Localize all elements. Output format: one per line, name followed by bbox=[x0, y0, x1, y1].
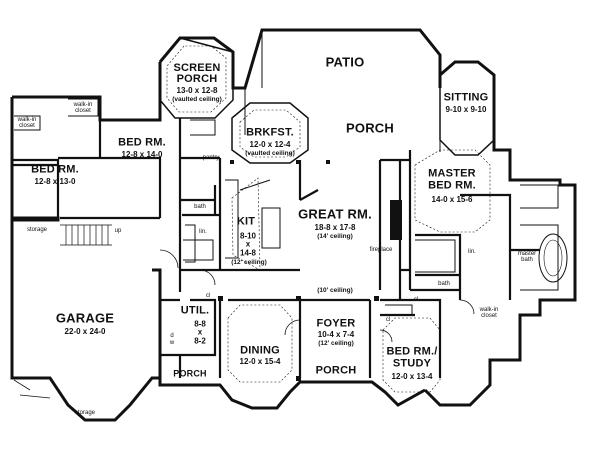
bed-rm-study-name: BED RM./ STUDY bbox=[386, 345, 438, 369]
kit-note: (12' ceiling) bbox=[231, 258, 267, 266]
screen-porch-dims: 13-0 x 12-8 bbox=[176, 86, 218, 95]
bed-rm-3-dims: 12-8 x 13-0 bbox=[34, 177, 76, 186]
kit-name: KIT bbox=[236, 215, 256, 228]
stairs-up-label: up bbox=[114, 228, 122, 234]
bed-rm-2-name: BED RM. bbox=[118, 136, 166, 149]
walk-in-closet-3-label: walk-in closet bbox=[479, 307, 499, 319]
master-bed-rm-dims: 14-0 x 15-6 bbox=[431, 195, 473, 204]
dryer-washer-label: d w bbox=[169, 332, 175, 346]
garage-dims: 22-0 x 24-0 bbox=[64, 327, 106, 336]
stairs bbox=[60, 224, 112, 246]
patio-label: PATIO bbox=[325, 54, 365, 70]
bed-rm-3-name: BED RM. bbox=[31, 163, 79, 176]
exterior-wall-left bbox=[10, 97, 162, 422]
dining-octagon bbox=[227, 304, 293, 383]
great-rm-note: (14' ceiling) bbox=[317, 232, 353, 240]
lin-2-label: lin. bbox=[468, 249, 476, 255]
storage-2-label: storage bbox=[74, 410, 96, 416]
pantry-label: pantry bbox=[202, 155, 220, 161]
dining-dims: 12-0 x 15-4 bbox=[239, 357, 281, 366]
great-rm-name: GREAT RM. bbox=[298, 206, 372, 222]
sitting-name: SITTING bbox=[443, 91, 489, 104]
screen-porch-name: SCREEN PORCH bbox=[173, 62, 221, 85]
kit-dims: 8-10 x 14-8 bbox=[239, 231, 257, 258]
exterior-wall-front bbox=[158, 378, 426, 410]
dining-name: DINING bbox=[240, 344, 280, 357]
study-octagon bbox=[382, 317, 441, 393]
screen-porch-octagon bbox=[159, 37, 234, 119]
foyer-dims: 10-4 x 7-4 bbox=[317, 330, 355, 339]
bed-rm-study-dims: 12-0 x 13-4 bbox=[391, 372, 433, 381]
side-porch-label: PORCH bbox=[173, 368, 207, 379]
ten-foot-ceiling-note: (10' ceiling) bbox=[317, 286, 353, 294]
great-rm-dims: 18-8 x 17-8 bbox=[314, 223, 356, 232]
rear-porch-label: PORCH bbox=[346, 120, 394, 136]
garage-name: GARAGE bbox=[55, 310, 115, 326]
master-tub bbox=[538, 233, 568, 283]
master-bed-rm-name: MASTER BED RM. bbox=[428, 167, 476, 191]
fireplace-label: fireplace bbox=[369, 247, 393, 253]
foyer-name: FOYER bbox=[316, 317, 356, 330]
bath-2-label: bath bbox=[438, 281, 450, 287]
brkfst-dims: 12-0 x 12-4 bbox=[249, 140, 291, 149]
sitting-octagon bbox=[439, 61, 495, 156]
interior-walls bbox=[12, 118, 540, 378]
util-dims: 8-8 x 8-2 bbox=[194, 319, 206, 346]
util-name: UTIL. bbox=[180, 304, 210, 317]
interior-thin-walls bbox=[14, 98, 559, 316]
breakfast-octagon bbox=[231, 102, 309, 164]
closet-2-label: cl bbox=[413, 297, 419, 303]
storage-1-label: storage bbox=[26, 227, 48, 233]
sitting-dims: 9-10 x 9-10 bbox=[445, 105, 487, 114]
bed-rm-2-dims: 12-8 x 14-0 bbox=[121, 150, 163, 159]
bath-1-label: bath bbox=[194, 204, 206, 210]
foyer-note: (12' ceiling) bbox=[318, 339, 354, 347]
brkfst-note: (vaulted ceiling) bbox=[245, 149, 295, 157]
master-bath-label: master bath bbox=[517, 251, 537, 263]
front-porch-label: PORCH bbox=[315, 364, 357, 377]
closet-3-label: cl bbox=[385, 317, 391, 323]
lin-1-label: lin. bbox=[199, 229, 207, 235]
kitchen-island bbox=[261, 207, 281, 249]
walk-in-closet-2-label: walk-in closet bbox=[73, 102, 93, 114]
closet-1-label: cl bbox=[205, 293, 211, 299]
brkfst-name: BRKFST. bbox=[246, 126, 294, 139]
walk-in-closet-1-label: walk-in closet bbox=[17, 117, 37, 129]
screen-porch-note: (vaulted ceiling) bbox=[172, 95, 222, 103]
fireplace-box bbox=[390, 200, 402, 240]
